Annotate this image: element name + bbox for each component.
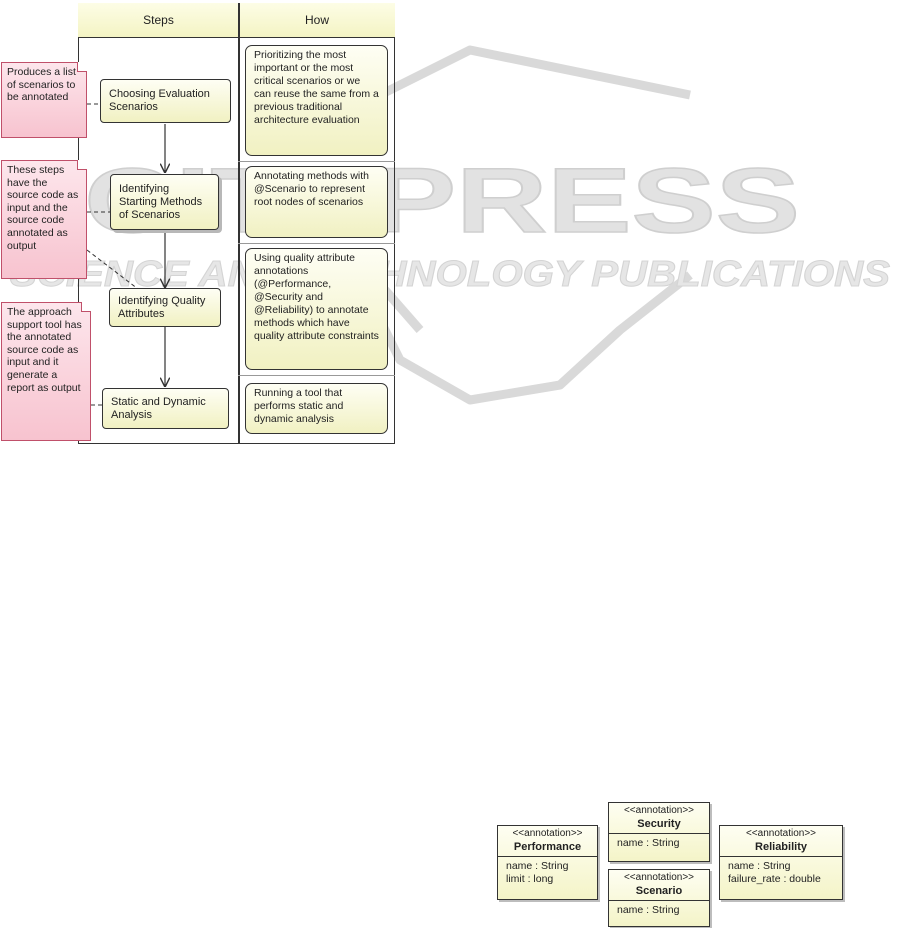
attribute: name : String [617, 904, 680, 916]
step-choosing-scenarios: Choosing Evaluation Scenarios [100, 79, 231, 123]
attributes: name : String limit : long [498, 857, 597, 889]
note-source-code-io: These steps have the source code as inpu… [1, 160, 87, 279]
note-text: These steps have the source code as inpu… [7, 164, 79, 252]
row-separator [238, 243, 395, 244]
note-fold [77, 160, 87, 170]
step-identifying-starting-methods: Identifying Starting Methods of Scenario… [110, 174, 219, 230]
class-name: Scenario [635, 885, 683, 897]
attribute: limit : long [506, 873, 554, 885]
annotation-performance: <<annotation>> Performance name : String… [497, 825, 598, 900]
how-quality-annotations: Using quality attribute annotations (@Pe… [245, 248, 388, 370]
annotation-header: <<annotation>> Reliability [720, 826, 842, 857]
lane-divider [238, 3, 240, 444]
note-tool-report: The approach support tool has the annota… [1, 302, 91, 441]
how-running-tool: Running a tool that performs static and … [245, 383, 388, 434]
attribute: name : String [728, 860, 791, 872]
row-separator [238, 161, 395, 162]
row-separator [238, 375, 395, 376]
note-text: Produces a list of scenarios to be annot… [7, 66, 76, 104]
stereotype-label: <<annotation>> [745, 828, 817, 839]
class-name: Security [637, 818, 681, 830]
note-fold [77, 62, 87, 72]
header-steps: Steps [78, 3, 239, 38]
annotation-security: <<annotation>> Security name : String [608, 802, 710, 862]
attributes: name : String [609, 834, 709, 853]
step-identifying-quality-attributes: Identifying Quality Attributes [109, 288, 221, 327]
attributes: name : String failure_rate : double [720, 857, 842, 889]
how-prioritizing: Prioritizing the most important or the m… [245, 45, 388, 156]
note-scenarios-list: Produces a list of scenarios to be annot… [1, 62, 87, 138]
annotation-scenario: <<annotation>> Scenario name : String [608, 869, 710, 927]
attribute: name : String [617, 837, 680, 849]
annotation-header: <<annotation>> Security [609, 803, 709, 834]
step-static-dynamic-analysis: Static and Dynamic Analysis [102, 388, 229, 429]
stereotype-label: <<annotation>> [623, 872, 695, 883]
note-text: The approach support tool has the annota… [7, 306, 82, 394]
annotation-reliability: <<annotation>> Reliability name : String… [719, 825, 843, 900]
annotation-header: <<annotation>> Performance [498, 826, 597, 857]
attribute: failure_rate : double [728, 873, 821, 885]
attributes: name : String [609, 901, 709, 920]
class-name: Performance [513, 841, 582, 853]
how-annotating-scenario: Annotating methods with @Scenario to rep… [245, 166, 388, 238]
stereotype-label: <<annotation>> [623, 805, 695, 816]
annotation-header: <<annotation>> Scenario [609, 870, 709, 901]
header-how: How [239, 3, 395, 38]
attribute: name : String [506, 860, 569, 872]
stereotype-label: <<annotation>> [512, 828, 583, 839]
class-name: Reliability [755, 841, 807, 853]
note-fold [81, 302, 91, 312]
